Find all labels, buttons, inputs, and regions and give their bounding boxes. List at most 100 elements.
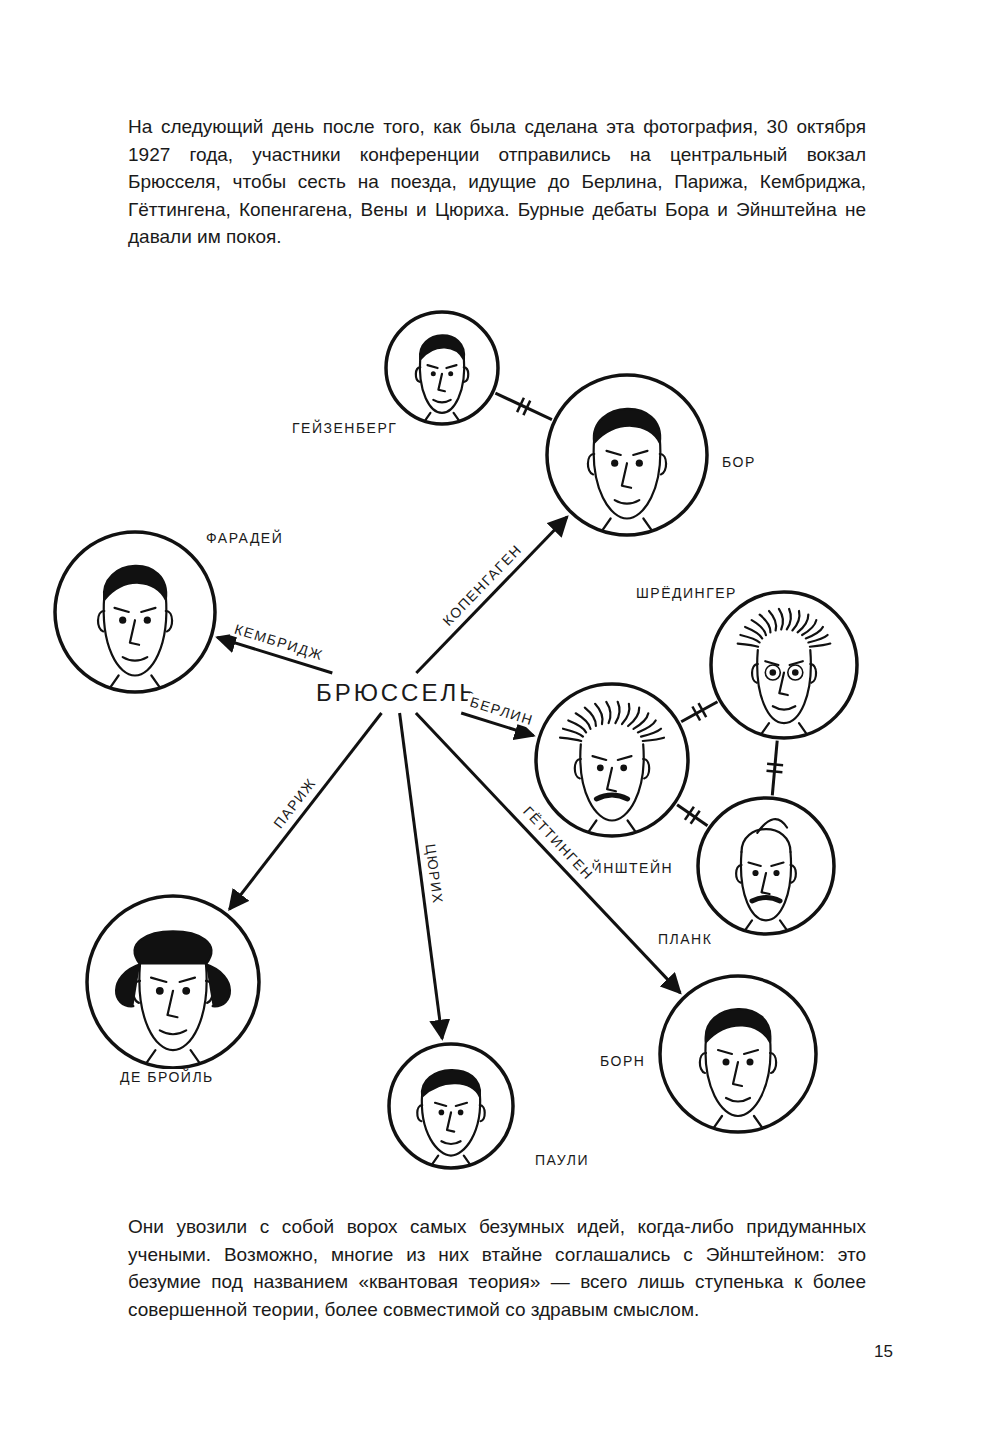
person-name: БОР: [720, 454, 758, 470]
portrait-circle: [389, 1044, 513, 1168]
portrait-circle: [386, 312, 498, 424]
caricature-eye: [119, 617, 126, 624]
caricature-eye: [182, 987, 190, 995]
caricature-stroke: [588, 454, 594, 475]
caricature-stroke: [428, 365, 438, 368]
portrait-circle: [547, 375, 707, 535]
caricature-stroke: [104, 596, 167, 676]
caricature-stroke: [757, 650, 811, 723]
caricature-stroke: [568, 721, 586, 733]
caricature-stroke: [427, 1156, 475, 1172]
link-tick: [767, 764, 783, 765]
caricature-stroke: [760, 615, 771, 633]
caricature-stroke: [806, 627, 823, 639]
caricature-stroke: [575, 759, 581, 779]
portrait-circle: [55, 532, 215, 692]
caricature-stroke: [752, 664, 758, 683]
caricature-stroke: [810, 644, 830, 647]
route-arrow: [229, 713, 381, 909]
caricature-eye: [611, 460, 618, 467]
caricature-stroke: [741, 852, 791, 920]
caricature-stroke: [594, 409, 660, 443]
connector-line: [495, 393, 552, 420]
caricature-stroke: [563, 729, 583, 737]
caricature-stroke: [622, 704, 629, 724]
caricature-stroke: [615, 500, 640, 504]
caricature-stroke: [740, 635, 759, 643]
portrait-circle: [698, 798, 834, 934]
caricature-stroke: [773, 706, 796, 709]
caricature-stroke: [168, 991, 178, 1017]
caricature-stroke: [422, 1070, 480, 1096]
person-name: ДЕ БРОЙЛЬ: [118, 1069, 216, 1085]
caricature-stroke: [160, 1030, 186, 1034]
caricature-eye: [747, 1059, 754, 1066]
hub-title: БРЮССЕЛЬ: [310, 675, 484, 711]
link-line: [495, 393, 552, 420]
caricature-stroke: [742, 829, 791, 852]
portrait-circle: [536, 684, 688, 836]
caricature-face: [416, 335, 468, 427]
caricature-stroke: [139, 964, 206, 1050]
caricature-stroke: [757, 819, 787, 833]
route-label: БЕРЛИН: [465, 693, 538, 730]
caricature-stroke: [752, 898, 780, 902]
caricature-stroke: [643, 738, 664, 741]
caricature-stroke: [135, 931, 212, 964]
portrait-node: ГЕЙЗЕНБЕРГ: [384, 310, 500, 426]
caricature-stroke: [580, 744, 643, 820]
caricature-stroke: [726, 1098, 750, 1102]
caricature-face: [116, 931, 230, 1072]
caricature-stroke: [596, 795, 627, 799]
caricature-stroke: [779, 673, 788, 696]
caricature-face: [738, 609, 831, 742]
page-number: 15: [874, 1342, 893, 1362]
portrait-illustration: [53, 530, 217, 694]
caricature-face: [560, 702, 664, 840]
caricature-eye: [723, 1059, 730, 1066]
caricature-stroke: [628, 708, 639, 726]
portrait-node: ШРЁДИНГЕР: [709, 590, 859, 740]
caricature-face: [700, 1009, 776, 1136]
connector-line: [772, 741, 777, 796]
portrait-illustration: [384, 310, 500, 426]
connector-line: [416, 517, 567, 673]
caricature-stroke: [606, 702, 610, 723]
caricature-stroke: [420, 356, 464, 413]
person-name: ФАРАДЕЙ: [204, 530, 285, 546]
caricature-eye: [448, 371, 453, 376]
caricature-face: [588, 409, 666, 539]
caricature-face: [98, 566, 172, 696]
body-paragraph: Они увозили с собой ворох самых безумных…: [128, 1213, 866, 1323]
caricature-stroke: [416, 367, 420, 382]
caricature-stroke: [791, 865, 796, 883]
caricature-stroke: [641, 729, 661, 737]
caricature-stroke: [438, 374, 445, 391]
caricature-stroke: [756, 723, 812, 742]
caricature-stroke: [700, 1053, 706, 1073]
caricature-stroke: [585, 708, 596, 726]
caricature-stroke: [480, 1105, 485, 1121]
caricature-stroke: [779, 609, 783, 630]
caricature-face: [417, 1070, 484, 1172]
caricature-stroke: [615, 702, 619, 723]
portrait-node: ФАРАДЕЙ: [53, 530, 217, 694]
portrait-node: БОР: [545, 373, 709, 537]
caricature-stroke: [718, 1050, 732, 1054]
portrait-circle: [660, 976, 816, 1132]
route-label: КОПЕНГАГЕН: [437, 539, 527, 631]
link-tick: [685, 807, 694, 820]
portrait-illustration: [387, 1042, 515, 1170]
portrait-illustration: [658, 974, 818, 1134]
connector-line: [229, 713, 381, 909]
caricature-stroke: [417, 1105, 422, 1121]
person-name: ПАУЛИ: [533, 1152, 591, 1168]
caricature-stroke: [422, 1093, 480, 1155]
caricature-stroke: [771, 863, 783, 867]
caricature-eye: [770, 669, 777, 676]
link-tick: [691, 811, 700, 824]
caricature-stroke: [798, 615, 809, 633]
caricature-eye: [144, 617, 151, 624]
caricature-stroke: [752, 620, 766, 635]
caricature-stroke: [744, 1050, 758, 1054]
